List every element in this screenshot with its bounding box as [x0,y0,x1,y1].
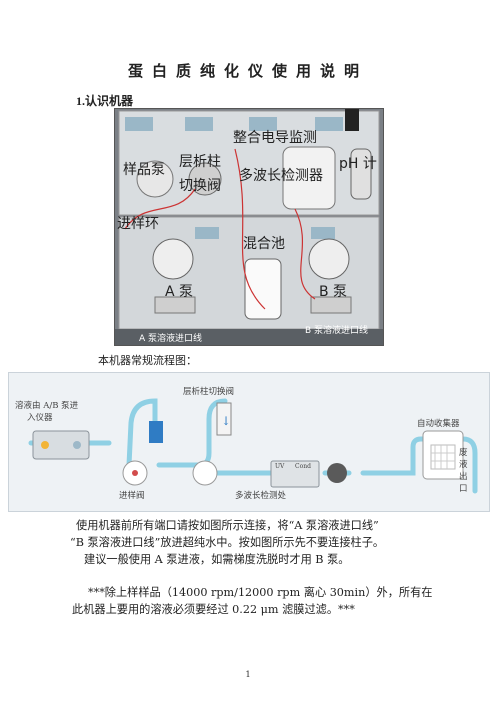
flow-label-waste: 废液出口 [459,448,468,494]
para1-line3: 建议一般使用 A 泵进液，如需梯度洗脱时才用 B 泵。 [84,553,350,566]
flow-label-uv-detect: 多波长检测处 [235,491,287,501]
page-number: 1 [245,670,251,679]
flow-caption: 本机器常规流程图： [98,354,197,367]
label-pump-b-inlet: B 泵溶液进口线 [305,326,369,336]
label-column-valve-1: 层析柱 [179,154,221,170]
document-title: 蛋白质纯化仪使用说明 [127,62,368,80]
label-column-valve-2: 切换阀 [179,178,221,194]
instrument-illustration [115,109,383,345]
flow-label-collector: 自动收集器 [417,419,460,429]
label-inject-loop: 进样环 [117,216,159,232]
label-multi-wavelength: 多波长检测器 [239,168,323,184]
flow-chip-uv: UV [275,463,285,470]
label-pump-a-inlet: A 泵溶液进口线 [139,334,203,344]
section-heading: 1.认识机器 [76,94,134,108]
flow-label-solution-in-2: 入仪器 [27,413,53,423]
flow-label-inject-valve: 进样阀 [119,491,145,501]
label-conductivity: 整合电导监测 [233,130,317,146]
para2-line2: 此机器上要用的溶液必须要经过 0.22 μm 滤膜过滤。*** [72,603,355,616]
svg-text:↓: ↓ [221,414,231,428]
flow-label-solution-in-1: 溶液由 A/B 泵进 [15,401,79,411]
label-mixer: 混合池 [243,236,285,252]
para1-line1: 使用机器前所有端口请按如图所示连接，将“A 泵溶液进口线” [76,519,379,532]
instrument-photo: 整合电导监测 样品泵 层析柱 切换阀 pH 计 多波长检测器 进样环 混合池 A… [114,108,384,346]
label-ph-meter: pH 计 [339,156,377,172]
para1-line2: “B 泵溶液进口线”放进超纯水中。按如图所示先不要连接柱子。 [70,536,385,549]
label-pump-a: A 泵 [165,284,194,300]
label-pump-b: B 泵 [319,284,348,300]
flow-lines: ↓ [28,398,478,494]
flow-chip-cond: Cond [295,463,311,470]
para2-line1: ***除上样样品（14000 rpm/12000 rpm 离心 30min）外，… [88,586,433,599]
flow-label-column-valve: 层析柱切换阀 [183,387,235,397]
flow-diagram: ↓ 溶液由 A/B 泵进 入仪器 层析柱切换阀 自动收集器 进样阀 多波长检测处… [8,372,490,512]
label-sample-pump: 样品泵 [123,162,165,178]
